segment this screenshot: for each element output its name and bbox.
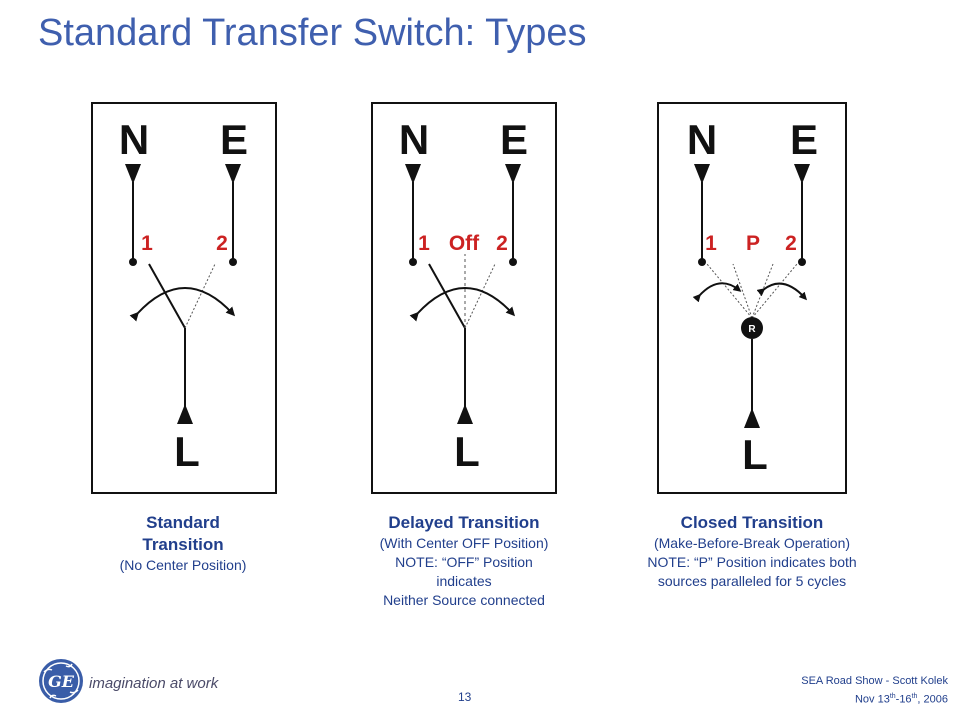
caption-detail: (Make-Before-Break Operation) — [653, 535, 851, 551]
caption-detail: (With Center OFF Position) — [379, 535, 549, 551]
closed-switch-schematic: N E 1 P 2 R L — [687, 116, 818, 478]
blade-dotted-1 — [706, 263, 753, 319]
slide-title: Standard Transfer Switch: Types — [38, 12, 587, 54]
position-1-label: 1 — [705, 232, 717, 255]
emergency-source-arrow — [794, 164, 810, 184]
transfer-arc-arrow — [409, 287, 516, 322]
delayed-switch-schematic: N E 1 Off 2 L — [399, 116, 528, 475]
load-label: L — [454, 428, 480, 475]
position-1-label: 1 — [141, 232, 153, 255]
dates-suffix: , 2006 — [917, 693, 948, 706]
normal-source-label: N — [687, 116, 717, 163]
switch-blade — [148, 263, 186, 329]
caption-heading: Closed Transition — [680, 513, 824, 532]
normal-source-arrow — [694, 164, 710, 184]
normal-source-label: N — [119, 116, 149, 163]
caption-note: NOTE: “P” Position indicates both — [647, 554, 857, 570]
position-2-label: 2 — [496, 232, 508, 255]
caption-detail: (No Center Position) — [119, 557, 247, 573]
position-2-label: 2 — [785, 232, 797, 255]
caption-heading-line-2: Transition — [142, 535, 224, 554]
contact-2 — [229, 258, 237, 266]
ge-monogram-icon: GE — [39, 659, 83, 703]
contact-2 — [798, 258, 806, 266]
caption-note: indicates — [436, 573, 492, 589]
caption-note: Neither Source connected — [383, 592, 545, 608]
blade-dotted-3 — [751, 263, 774, 319]
tagline: imagination at work — [89, 675, 219, 692]
dates-sup-2: th — [911, 693, 918, 700]
ge-logo-text: GE — [48, 672, 75, 691]
contact-1 — [129, 258, 137, 266]
blade-dotted-2 — [732, 263, 753, 319]
load-arrow — [457, 404, 473, 424]
transfer-arc-right — [756, 282, 808, 301]
standard-switch-schematic: N E 1 2 L — [119, 116, 248, 475]
dates-prefix: Nov 13 — [854, 693, 890, 706]
caption-standard-transition: Standard Transition (No Center Position) — [100, 512, 266, 575]
caption-heading: Standard — [146, 513, 220, 532]
relay-node — [741, 317, 763, 339]
emergency-source-label: E — [500, 116, 528, 163]
emergency-source-label: E — [790, 116, 818, 163]
position-1-label: 1 — [418, 232, 430, 255]
switch-blade — [428, 263, 466, 329]
diagram-closed-transition: N E 1 P 2 R L — [657, 102, 847, 494]
transfer-arc-left — [692, 282, 742, 303]
footer-info: SEA Road Show - Scott Kolek Nov 13th-16t… — [801, 674, 948, 708]
position-off-label: Off — [449, 232, 480, 255]
normal-source-label: N — [399, 116, 429, 163]
caption-heading: Delayed Transition — [388, 513, 540, 532]
load-label: L — [742, 431, 768, 478]
caption-delayed-transition: Delayed Transition (With Center OFF Posi… — [354, 512, 574, 610]
emergency-source-arrow — [505, 164, 521, 184]
diagram-delayed-transition: N E 1 Off 2 L — [371, 102, 557, 494]
caption-closed-transition: Closed Transition (Make-Before-Break Ope… — [622, 512, 882, 591]
caption-note: sources paralleled for 5 cycles — [657, 573, 847, 589]
event-dates: Nov 13th-16th, 2006 — [801, 689, 948, 708]
caption-note: NOTE: “OFF” Position — [395, 554, 533, 570]
emergency-source-label: E — [220, 116, 248, 163]
normal-source-arrow — [405, 164, 421, 184]
emergency-source-arrow — [225, 164, 241, 184]
contact-1 — [409, 258, 417, 266]
position-p-label: P — [746, 232, 760, 255]
blade-dotted-4 — [751, 263, 798, 319]
load-label: L — [174, 428, 200, 475]
page-number: 13 — [458, 690, 472, 704]
diagram-standard-transition: N E 1 2 L — [91, 102, 277, 494]
position-2-label: 2 — [216, 232, 228, 255]
contact-1 — [698, 258, 706, 266]
relay-label: R — [748, 324, 756, 335]
contact-2 — [509, 258, 517, 266]
dates-sup-1: th — [889, 693, 896, 700]
dates-mid: -16 — [895, 693, 912, 706]
load-arrow — [177, 404, 193, 424]
event-name: SEA Road Show - Scott Kolek — [801, 675, 948, 687]
load-arrow — [744, 408, 760, 428]
ge-logo: GE — [38, 658, 84, 709]
normal-source-arrow — [125, 164, 141, 184]
transfer-arc-arrow — [129, 287, 236, 322]
